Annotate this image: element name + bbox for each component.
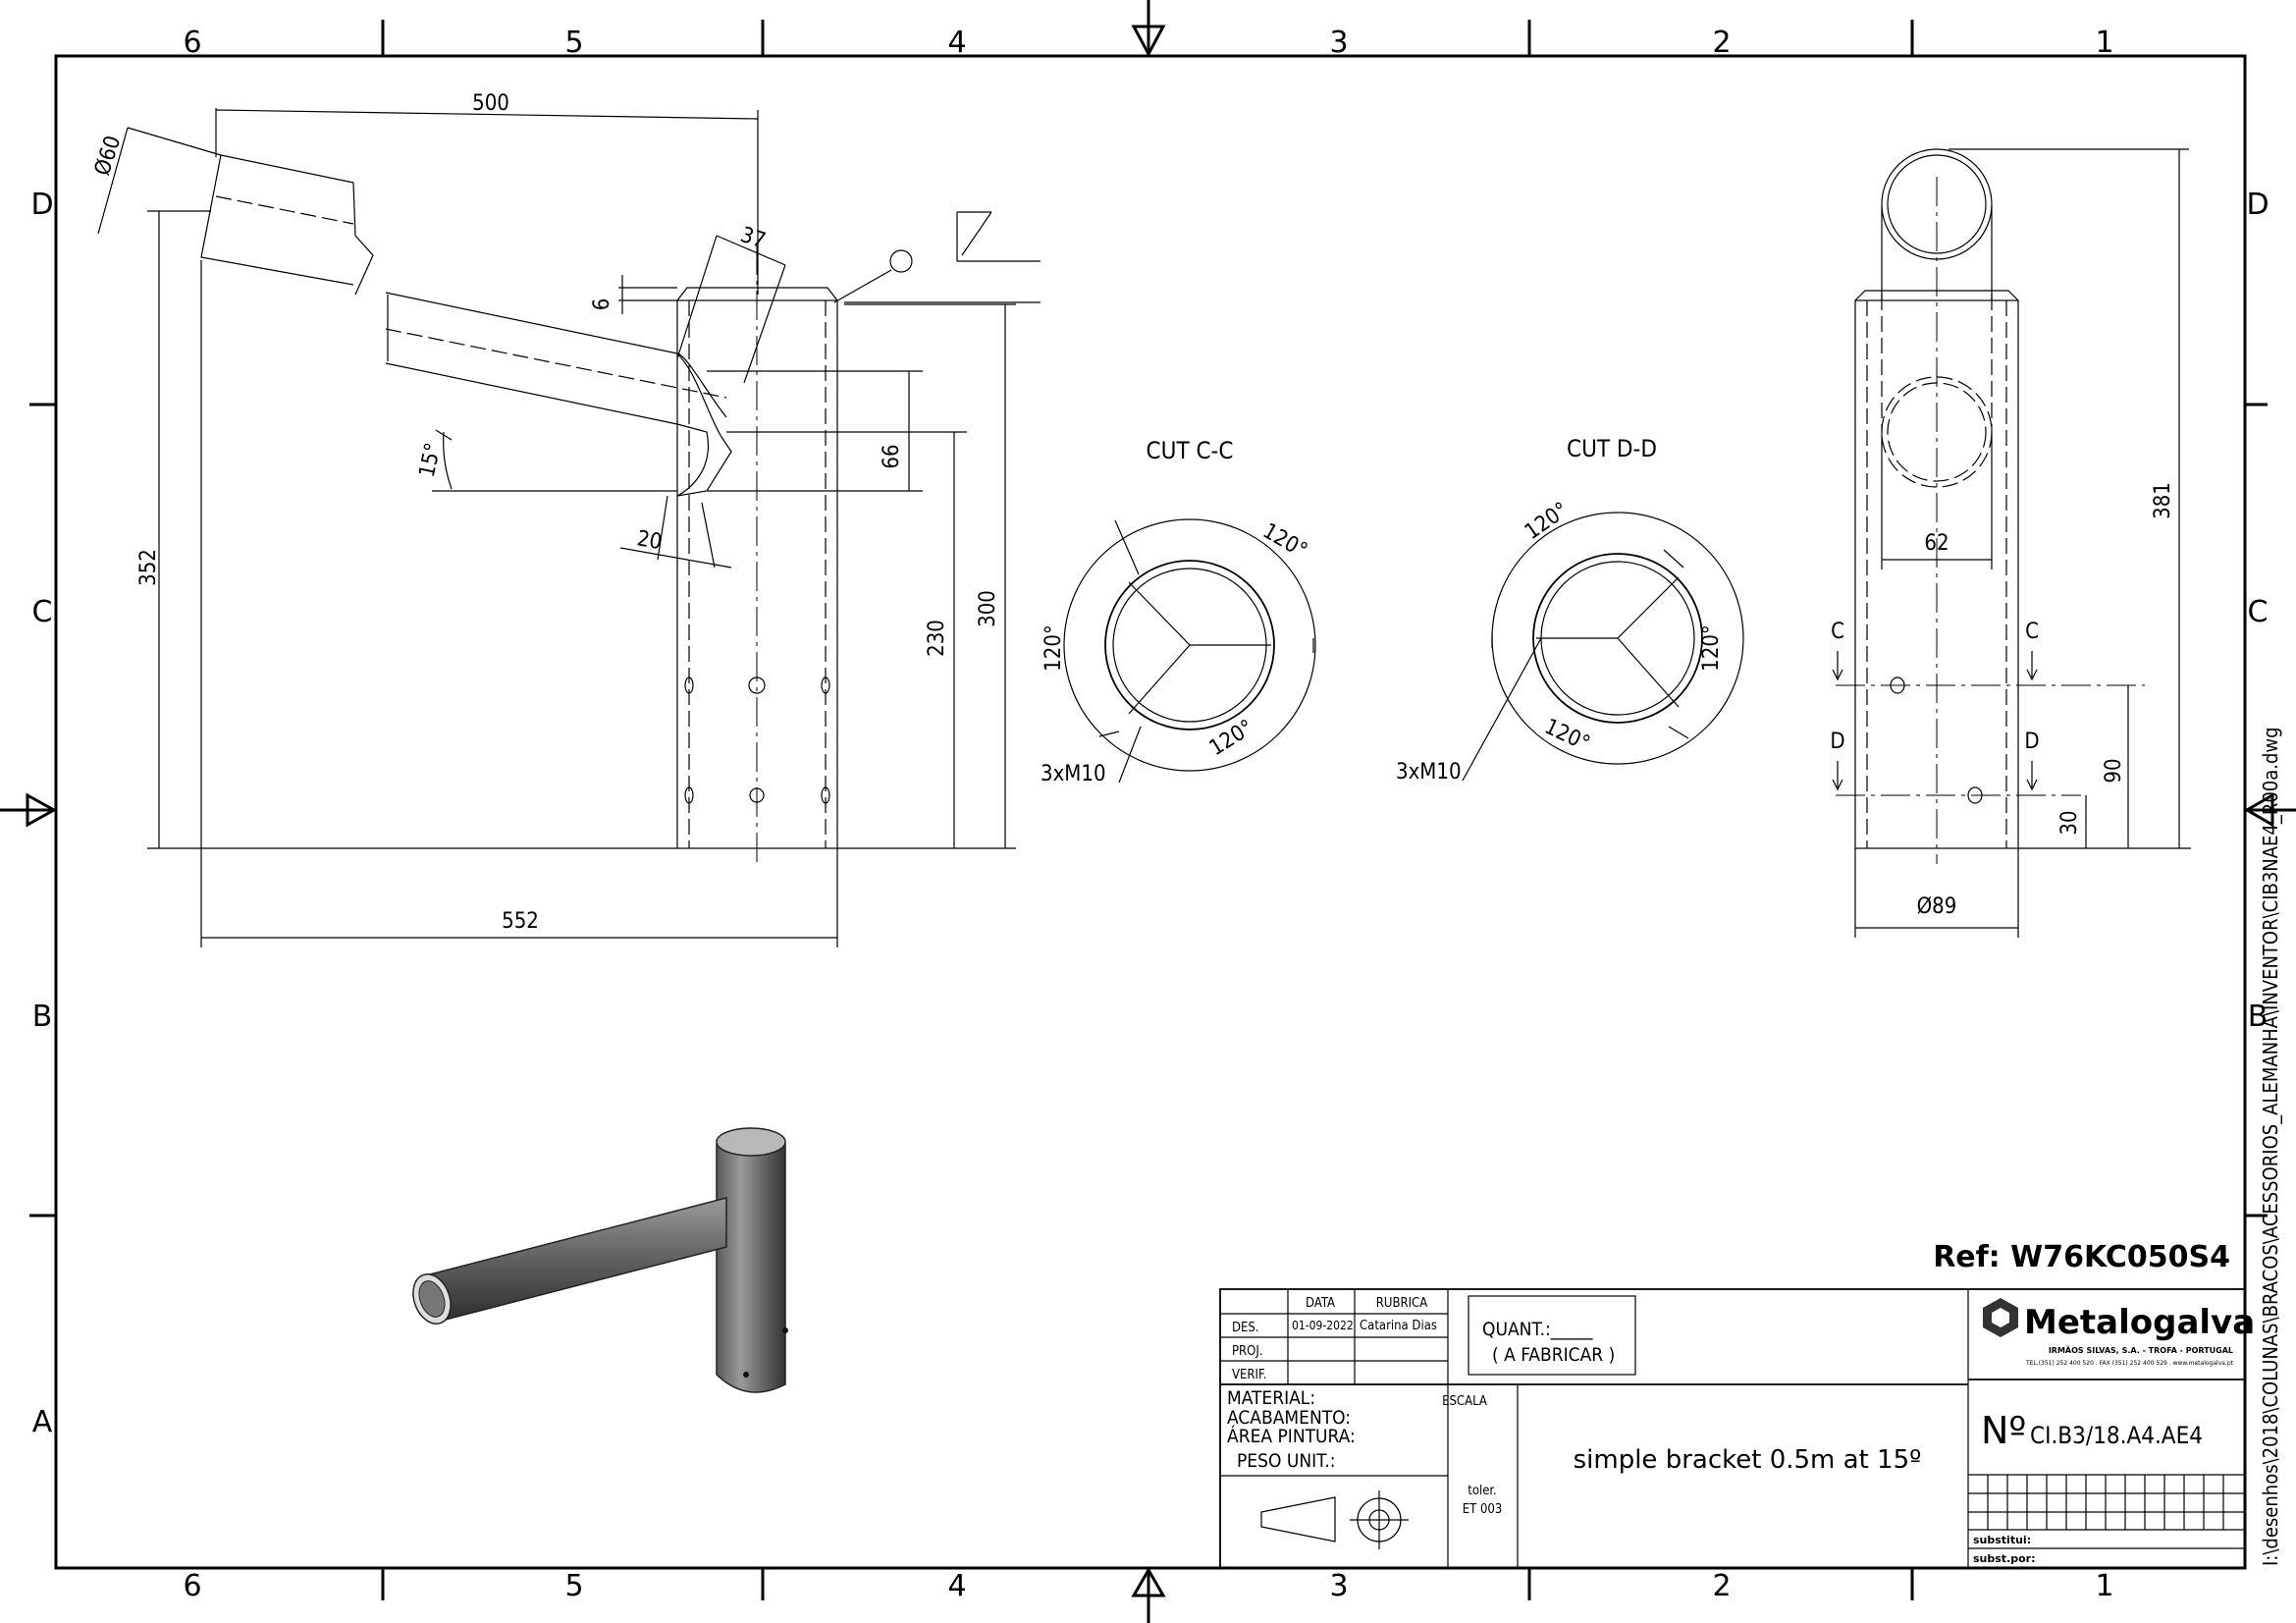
section-mark-c-right: C (2025, 620, 2039, 644)
cut-c-c-title: CUT C-C (1147, 437, 1234, 464)
cut-c-angle-2: 120° (1041, 624, 1066, 672)
des-name: Catarina Dias (1360, 1319, 1437, 1333)
drawing-description: simple bracket 0.5m at 15º (1574, 1445, 1922, 1475)
front-view (200, 154, 1041, 864)
dim-230: 230 (925, 620, 949, 657)
title-block: DATA RUBRICA DES. PROJ. VERIF. 01-09-202… (1219, 1288, 2255, 1569)
col-label: 3 (1329, 26, 1348, 60)
col-label: 3 (1329, 1569, 1348, 1603)
row-label: B (2248, 1000, 2269, 1034)
cut-c-holes: 3xM10 (1041, 762, 1106, 786)
drawing-number: CI.B3/18.A4.AE4 (2030, 1422, 2203, 1449)
file-path: I:\desenhos\2018\COLUNAS\BRACOS\ACESSORI… (2259, 727, 2282, 1566)
dim-6: 6 (590, 298, 614, 311)
dim-300: 300 (976, 590, 1000, 627)
subst-por-label: subst.por: (1973, 1552, 2036, 1565)
row-verif: VERIF. (1232, 1368, 1266, 1382)
cut-d-d: CUT D-D 120° 120° 120° 3xM10 (1396, 435, 1744, 784)
section-mark-d-right: D (2024, 730, 2039, 754)
col-label: 5 (564, 26, 583, 60)
peso-unit-label: PESO UNIT.: (1237, 1450, 1336, 1472)
col-label: 6 (183, 1569, 201, 1603)
cut-c-c: CUT C-C 120° 120° 120° 3xM10 (1041, 437, 1316, 786)
company-subtitle: IRMÃOS SILVAS, S.A. - TROFA - PORTUGAL (2049, 1345, 2233, 1355)
section-mark-d-left: D (1830, 730, 1844, 754)
row-label: A (32, 1405, 53, 1439)
company-logo: Metalogalva IRMÃOS SILVAS, S.A. - TROFA … (1983, 1298, 2255, 1367)
dim-66: 66 (880, 444, 904, 468)
dim-62: 62 (1924, 531, 1949, 556)
dim-552: 552 (502, 909, 539, 934)
col-label: 2 (1712, 26, 1731, 60)
front-view-dimensions: 500 Ø60 37 6 15° 66 20 352 (90, 91, 1016, 947)
reference-code: Ref: W76KC050S4 (1933, 1240, 2230, 1274)
row-des: DES. (1232, 1321, 1259, 1335)
a-fabricar-label: ( A FABRICAR ) (1492, 1344, 1615, 1366)
col-label: 1 (2095, 1569, 2113, 1603)
cut-d-angle-3: 120° (1540, 715, 1593, 757)
company-name: Metalogalva (2024, 1303, 2255, 1342)
row-label: D (30, 188, 53, 222)
dim-30: 30 (2057, 810, 2082, 835)
col-label: 2 (1712, 1569, 1731, 1603)
material-label: MATERIAL: (1227, 1387, 1315, 1409)
cut-d-angle-2: 120° (1699, 624, 1724, 672)
col-label: 1 (2095, 26, 2113, 60)
col-label: 6 (183, 26, 201, 60)
dim-dia-89: Ø89 (1917, 894, 1957, 919)
cut-d-holes: 3xM10 (1396, 760, 1462, 784)
dim-37: 37 (737, 223, 769, 254)
cut-c-angle-3: 120° (1205, 716, 1258, 761)
dim-dia-60: Ø60 (90, 133, 126, 178)
company-contact: TEL.(351) 252 400 520 . FAX (351) 252 40… (2025, 1360, 2234, 1367)
hdr-data: DATA (1306, 1296, 1335, 1311)
et-label: ET 003 (1463, 1502, 1503, 1517)
dim-500: 500 (472, 91, 509, 116)
substitui-label: substitui: (1973, 1534, 2031, 1546)
row-proj: PROJ. (1232, 1344, 1263, 1359)
row-label: B (32, 1000, 53, 1034)
row-label: C (2248, 595, 2269, 629)
side-view: C C D D 381 62 90 30 Ø89 (1830, 148, 2191, 938)
acabamento-label: ACABAMENTO: (1227, 1407, 1351, 1429)
dim-381: 381 (2151, 482, 2175, 519)
isometric-view (412, 1127, 788, 1393)
toler-label: toler. (1468, 1484, 1497, 1498)
dim-352: 352 (136, 549, 161, 586)
dim-15-deg: 15° (415, 441, 447, 480)
number-prefix: Nº (1981, 1409, 2026, 1452)
quant-label: QUANT.:_____ (1482, 1319, 1593, 1340)
col-label: 4 (947, 1569, 966, 1603)
cut-c-angle-1: 120° (1258, 519, 1311, 564)
col-label: 4 (947, 26, 966, 60)
cut-d-d-title: CUT D-D (1567, 435, 1657, 462)
projection-symbol-icon (1260, 1490, 1409, 1549)
cut-d-angle-1: 120° (1521, 498, 1573, 545)
col-label: 5 (564, 1569, 583, 1603)
des-date: 01-09-2022 (1292, 1319, 1354, 1332)
dim-90: 90 (2102, 758, 2126, 783)
dim-20: 20 (635, 526, 664, 555)
escala-label: ESCALA (1442, 1394, 1487, 1409)
area-pintura-label: ÁREA PINTURA: (1227, 1425, 1356, 1447)
hdr-rubrica: RUBRICA (1376, 1296, 1427, 1311)
row-label: D (2246, 188, 2269, 222)
row-label: C (32, 595, 53, 629)
section-mark-c-left: C (1831, 620, 1844, 644)
